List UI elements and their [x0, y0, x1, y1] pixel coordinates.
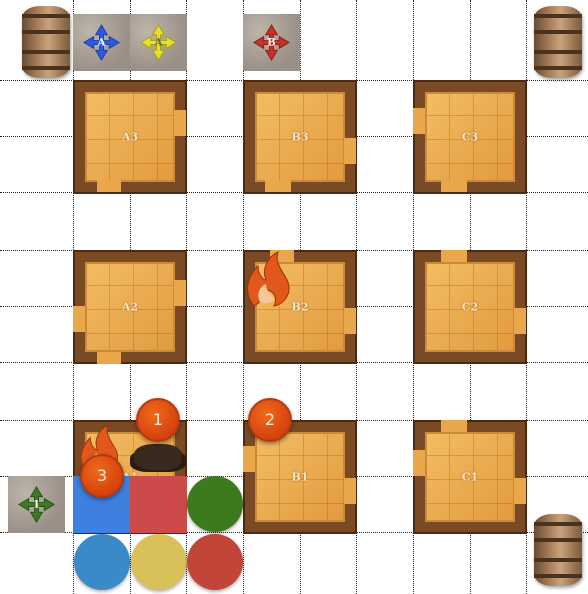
room-b3[interactable]: B3 [243, 80, 357, 194]
room-label: C3 [425, 131, 515, 144]
compass-tile[interactable]: A [130, 14, 187, 71]
compass-label: 1 [8, 499, 65, 510]
door [174, 280, 186, 306]
compass-tile[interactable]: B [243, 14, 300, 71]
door [243, 446, 255, 472]
token-3[interactable]: 3 [80, 454, 124, 498]
compass-tile[interactable]: 1 [8, 476, 65, 533]
door [514, 308, 526, 334]
red-disc[interactable] [187, 534, 243, 590]
room-label: B1 [255, 471, 345, 484]
barrel-icon [534, 514, 582, 586]
door [344, 138, 356, 164]
door [344, 478, 356, 504]
flame-icon [244, 250, 294, 308]
compass-label: B [243, 37, 300, 48]
room-c1[interactable]: C1 [413, 420, 527, 534]
blue-disc[interactable] [74, 534, 130, 590]
door [344, 308, 356, 334]
door [174, 110, 186, 136]
barrel-icon [534, 6, 582, 78]
token-1[interactable]: 1 [136, 398, 180, 442]
door [441, 250, 467, 262]
door [97, 180, 121, 192]
compass-label: A [130, 37, 187, 48]
compass-tile[interactable]: A [73, 14, 130, 71]
room-label: B3 [255, 131, 345, 144]
room-label: C2 [425, 301, 515, 314]
red-player-square[interactable] [130, 476, 187, 533]
room-label: A2 [85, 301, 175, 314]
door [73, 306, 85, 332]
door [413, 108, 425, 134]
door [265, 180, 291, 192]
door [441, 420, 467, 432]
room-label: C1 [425, 471, 515, 484]
token-2[interactable]: 2 [248, 398, 292, 442]
room-c2[interactable]: C2 [413, 250, 527, 364]
door [413, 450, 425, 476]
room-c3[interactable]: C3 [413, 80, 527, 194]
door [441, 180, 467, 192]
smoke-icon [134, 444, 182, 470]
door [97, 352, 121, 364]
compass-label: A [73, 37, 130, 48]
door [514, 478, 526, 504]
barrel-icon [22, 6, 70, 78]
green-disc[interactable] [187, 476, 243, 532]
yellow-disc[interactable] [131, 534, 187, 590]
room-a3[interactable]: A3 [73, 80, 187, 194]
room-label: A3 [85, 131, 175, 144]
room-a2[interactable]: A2 [73, 250, 187, 364]
